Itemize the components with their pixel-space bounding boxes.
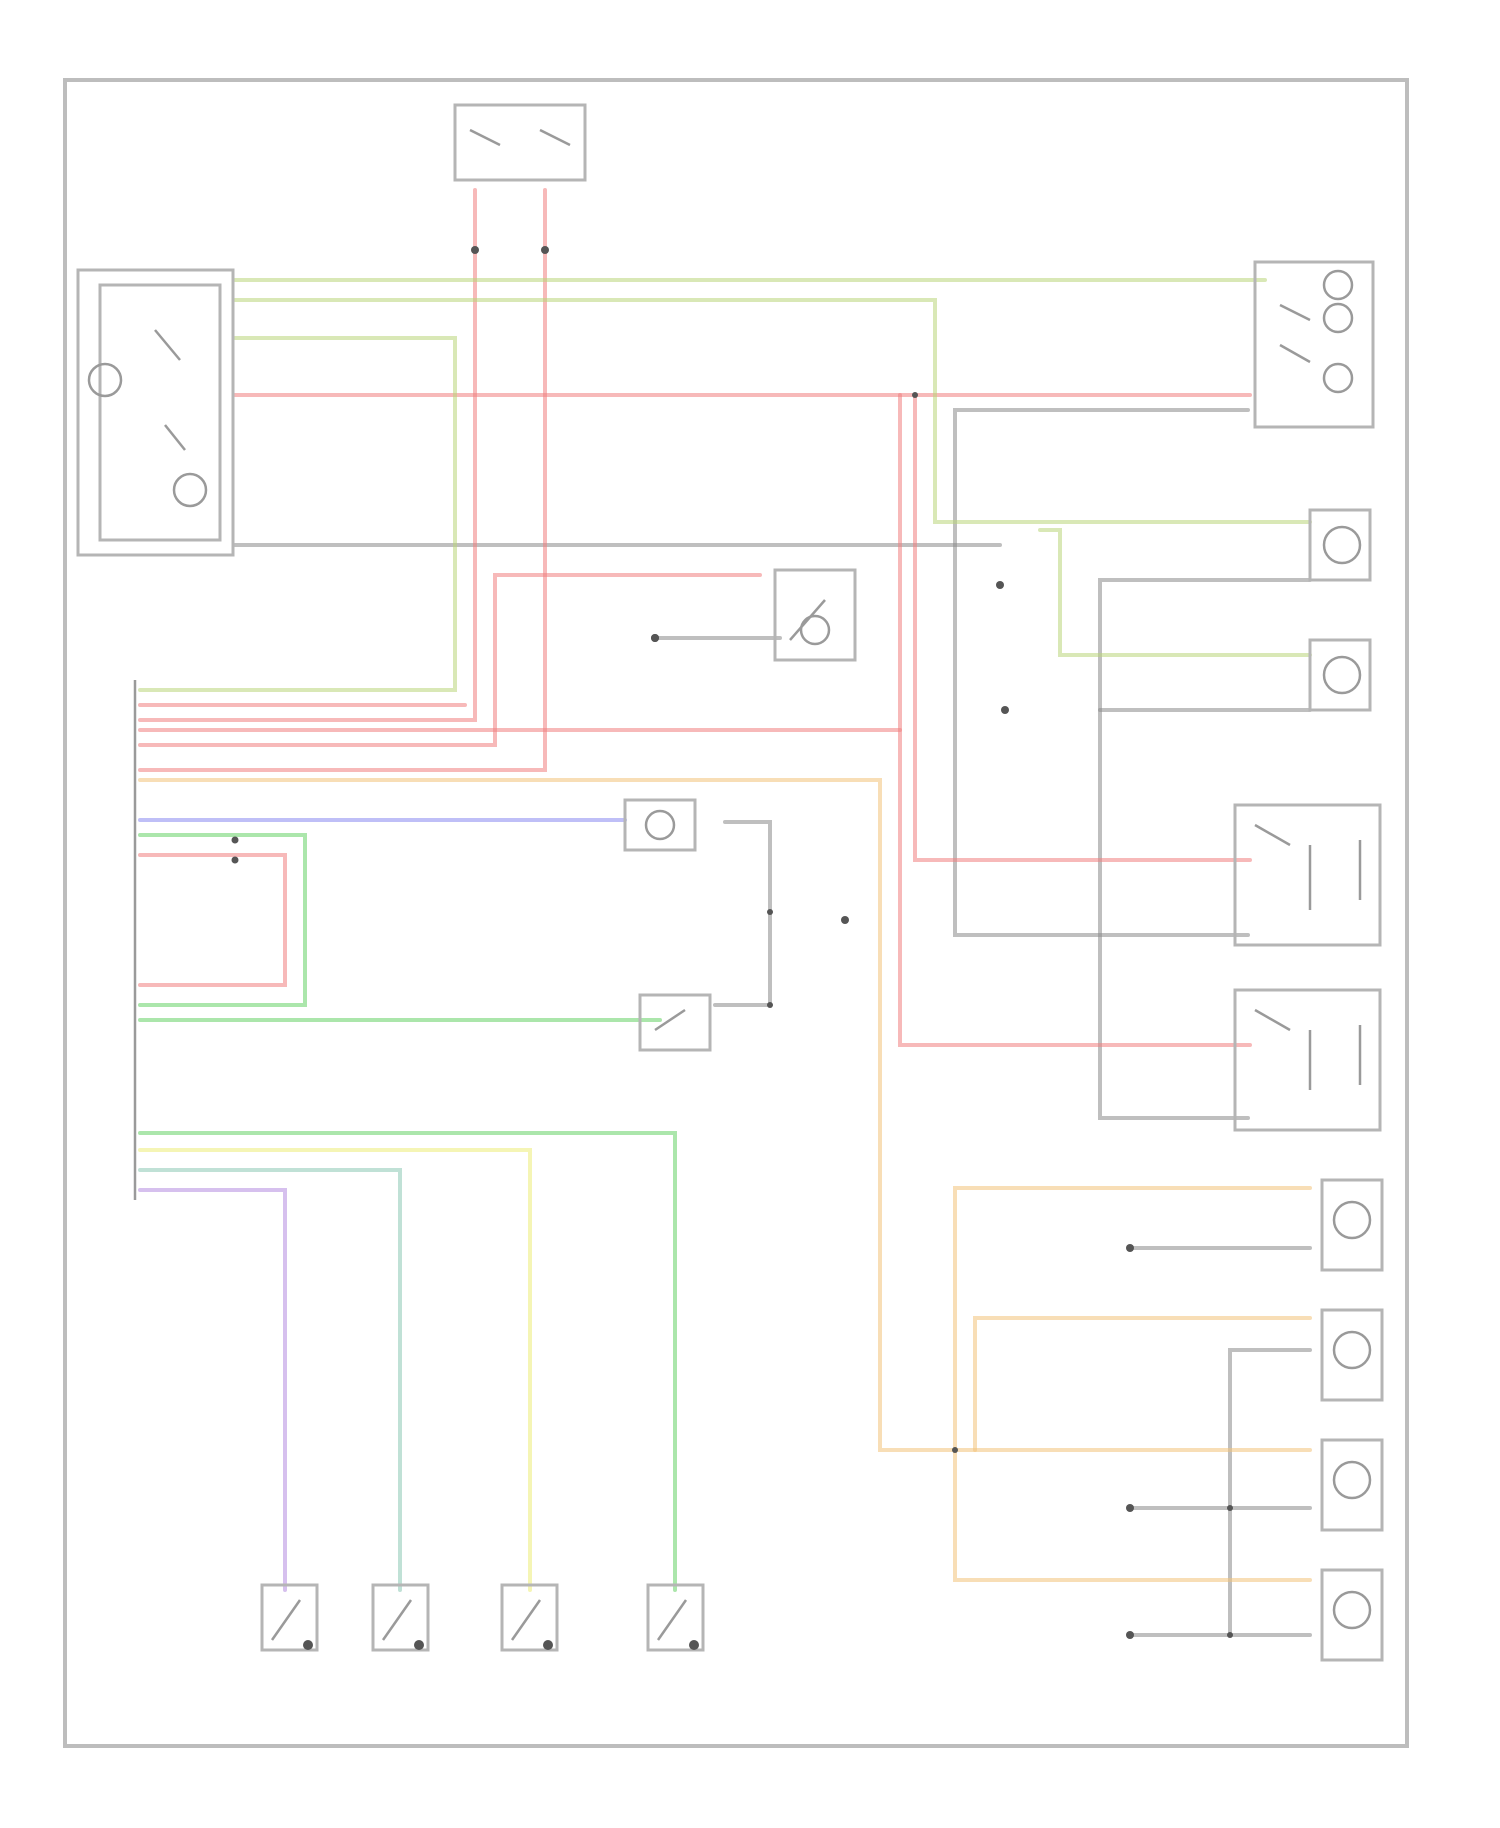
door-switch-4 <box>648 1585 703 1650</box>
wire-red <box>140 190 545 770</box>
wire-gray <box>1100 580 1310 1118</box>
wire-red <box>900 395 1250 1045</box>
wire-lightgreen <box>1040 530 1310 655</box>
left-connector <box>135 680 239 1200</box>
diagram-frame <box>65 80 1407 1746</box>
center-switch <box>640 995 710 1050</box>
wire-gray <box>715 822 770 1005</box>
wire-green <box>140 835 305 1005</box>
right-switch <box>1255 262 1373 427</box>
relay-right-1 <box>1235 805 1380 945</box>
lamp-br-2 <box>1322 1310 1382 1400</box>
relay-right-2 <box>1235 990 1380 1130</box>
door-switch-1 <box>262 1585 317 1650</box>
lamp-br-4 <box>1126 1570 1382 1660</box>
lamp-right-2 <box>1310 640 1370 710</box>
wire-layer <box>140 190 1310 1635</box>
wire-yellow <box>140 1150 530 1590</box>
wire-teal <box>140 1170 400 1590</box>
wire-orange <box>975 1318 1310 1450</box>
wire-gray <box>1230 1350 1310 1635</box>
lamp-br-1 <box>1126 1180 1382 1270</box>
wire-red <box>915 395 1250 860</box>
center-lamp <box>625 800 849 924</box>
lamp-right-1 <box>1310 510 1370 580</box>
wire-green <box>140 1133 675 1590</box>
door-switch-3 <box>502 1585 557 1650</box>
wire-purple <box>140 1190 285 1590</box>
wire-orange <box>140 780 1310 1450</box>
lamp-br-3 <box>1126 1440 1382 1530</box>
wire-lightgreen <box>140 338 455 690</box>
left-module <box>78 270 233 555</box>
door-switch-2 <box>373 1585 428 1650</box>
wire-lightred <box>140 855 285 985</box>
